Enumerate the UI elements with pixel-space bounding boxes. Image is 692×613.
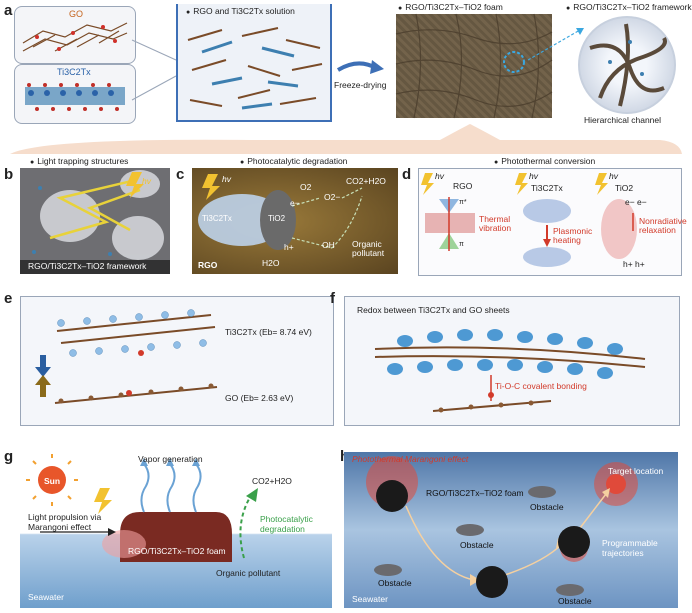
framework-title: RGO/Ti3C2Tx–TiO2 framework [566,2,691,12]
ti3c2tx-structure-box: Ti3C2Tx [14,64,136,124]
covalent-bond-label: Ti-O-C covalent bonding [495,381,587,391]
ti3c2tx-binding-energy: Ti3C2Tx (Eb= 8.74 eV) [225,327,312,337]
obstacle-label-3: Obstacle [378,578,412,588]
panel-b-caption: RGO/Ti3C2Tx–TiO2 framework [28,261,147,271]
organic-pollutant-label: Organic pollutant [216,568,281,578]
ti3c2tx-label: Ti3C2Tx [57,67,91,77]
solution-beaker: RGO and Ti3C2Tx solution [176,4,332,122]
redox-title: Redox between Ti3C2Tx and GO sheets [357,305,510,315]
seawater-scene-g: Sun Vapor generation CO2+H2O Light propu… [20,452,332,608]
freeze-drying-label: Freeze-drying [334,80,387,90]
solution-sheets [187,27,323,110]
hierarchical-channel-label: Hierarchical channel [584,115,662,125]
panel-d-pistar: π* [459,199,467,206]
seawater-label-g: Seawater [28,592,64,602]
go-structure-box: GO [14,6,136,64]
foam-label-h: RGO/Ti3C2Tx–TiO2 foam [426,488,524,498]
seawater-label-h: Seawater [352,594,388,604]
panel-d-title: Photothermal conversion [494,156,595,166]
panel-d-nonrad: Nonradiative relaxation [639,216,687,235]
panel-d-rgo: RGO [453,181,473,191]
panel-c-hv: hv [222,174,231,184]
propulsion-label: Light propulsion via Marangoni effect [28,512,102,532]
panel-d-holes: h+ h+ [623,259,645,269]
panel-c-rgo: RGO [198,260,218,270]
obstacle-label-2: Obstacle [460,540,494,550]
panel-b-title: Light trapping structures [30,156,128,166]
foam-label-g: RGO/Ti3C2Tx–TiO2 foam [128,546,226,556]
zoom-circle [503,51,525,73]
panel-g-co2: CO2+H2O [252,476,292,486]
foam-image [395,13,553,119]
panel-d-hv-ti: hv [529,171,538,181]
panel-c-o2-radical: O2− [324,192,341,202]
panel-d-hv-rgo: hv [435,171,444,181]
panel-d-ti3c2tx: Ti3C2Tx [531,183,563,193]
panel-g-letter: g [4,448,14,465]
programmable-label: Programmable trajectories [602,538,658,558]
panel-d-hv-tio2: hv [609,171,618,181]
zoom-dashed-line [527,28,584,61]
panel-d-letter: d [402,166,412,183]
panel-b-hv: hv [142,176,151,186]
light-trapping-image: hv RGO/Ti3C2Tx–TiO2 framework [20,168,170,274]
panel-c-co2: CO2+H2O [346,176,386,186]
panel-c-o2: O2 [300,182,312,192]
panel-c-letter: c [176,166,185,183]
go-label: GO [69,9,84,19]
binding-energy-box: Ti3C2Tx (Eb= 8.74 eV) GO (Eb= 2.63 eV) [20,296,334,426]
panel-c-title: Photocatalytic degradation [240,156,347,166]
seawater-scene-h: Photothermal Marangoni effect RGO/Ti3C2T… [344,452,678,608]
photothermal-box: hv RGO π* π Thermal vibration hv Ti3C2Tx… [418,168,687,276]
photocatalysis-image: hv Ti3C2Tx TiO2 O2 O2− e− h+ CO2+H2O OH … [192,168,398,274]
obstacle-label-4: Obstacle [558,596,592,606]
separator-band [10,124,682,154]
panel-d-thermal: Thermal vibration [479,214,512,233]
vapor-label: Vapor generation [138,454,203,464]
panel-e-letter: e [4,290,13,307]
panel-f-letter: f [330,290,335,307]
panel-c-hole: h+ [284,242,294,252]
panel-c-h2o: H2O [262,258,280,268]
panel-d-electrons: e− e− [625,197,647,207]
callout-lines [131,39,177,101]
panel-d-pi: π [459,241,464,248]
panel-c-oh: OH [322,240,335,250]
sun-label: Sun [44,476,61,486]
redox-box: Redox between Ti3C2Tx and GO sheets Ti-O… [344,296,680,426]
go-binding-energy: GO (Eb= 2.63 eV) [225,393,294,403]
go-sheet-image [22,22,128,52]
panel-c-organic: Organic pollutant [352,239,385,258]
framework-circle [578,16,676,114]
panel-d-tio2: TiO2 [615,183,634,193]
ti3c2tx-sheet-image [25,83,125,111]
obstacle-label-1: Obstacle [530,502,564,512]
freeze-drying-arrow [336,60,384,74]
panel-b-letter: b [4,166,14,183]
panel-d-plasmonic: Plasmonic heating [553,226,593,245]
panel-c-tio2: TiO2 [268,214,286,223]
panel-c-ti3c2tx: Ti3C2Tx [202,214,232,223]
foam-title: RGO/Ti3C2Tx–TiO2 foam [398,2,503,12]
solution-title: RGO and Ti3C2Tx solution [186,6,295,16]
photocatalytic-label: Photocatalytic degradation [260,514,313,534]
panel-a-letter: a [4,2,13,19]
marangoni-title: Photothermal Marangoni effect [352,454,469,464]
panel-c-electron: e− [290,198,300,208]
target-location-label: Target location [608,466,664,476]
